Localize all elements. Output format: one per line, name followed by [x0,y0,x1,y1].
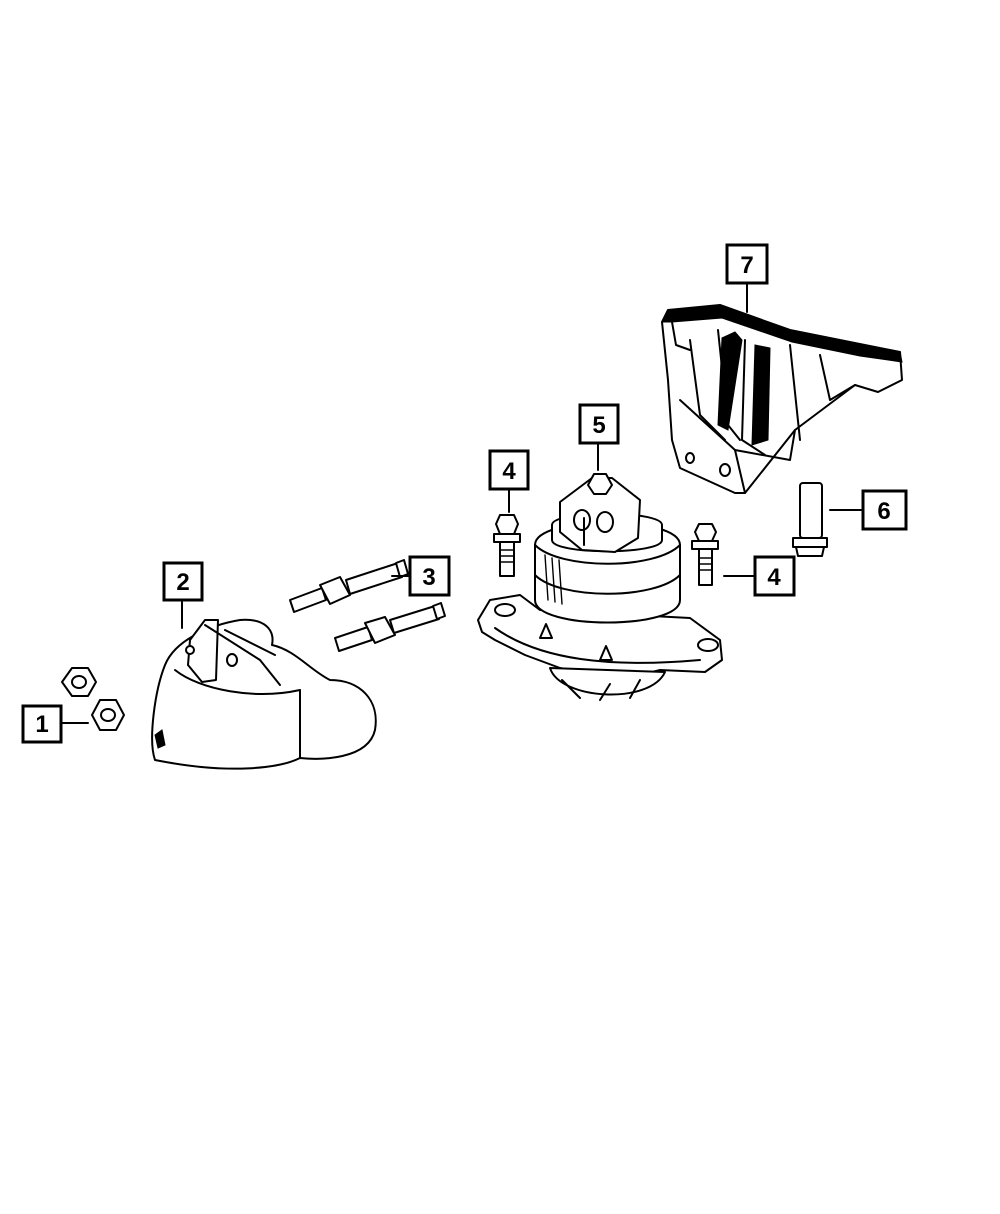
long-bolt-drawing [792,482,828,557]
callout-label-2: 2 [176,569,189,596]
callout-label-4-right: 4 [767,564,781,591]
studs-drawing [289,559,446,652]
callout-2: 2 [162,561,204,602]
nuts-drawing [61,667,125,731]
callout-7: 7 [725,243,769,285]
leader-lines [61,283,862,724]
bolts-drawing [493,514,719,586]
mount-bracket-drawing [151,618,377,770]
callout-6: 6 [861,489,908,531]
support-bracket-drawing [661,304,903,494]
callout-1: 1 [21,704,63,744]
callout-label-4-left: 4 [502,458,516,485]
callout-label-5: 5 [592,412,605,439]
engine-mount-drawing [477,473,723,701]
callout-label-6: 6 [877,498,890,525]
callout-5: 5 [578,403,620,445]
callout-4-right: 4 [753,555,796,597]
callout-label-3: 3 [422,564,435,591]
callout-label-7: 7 [740,252,753,279]
callout-4-left: 4 [488,449,530,491]
callout-3: 3 [408,555,451,597]
callout-label-1: 1 [35,711,48,738]
